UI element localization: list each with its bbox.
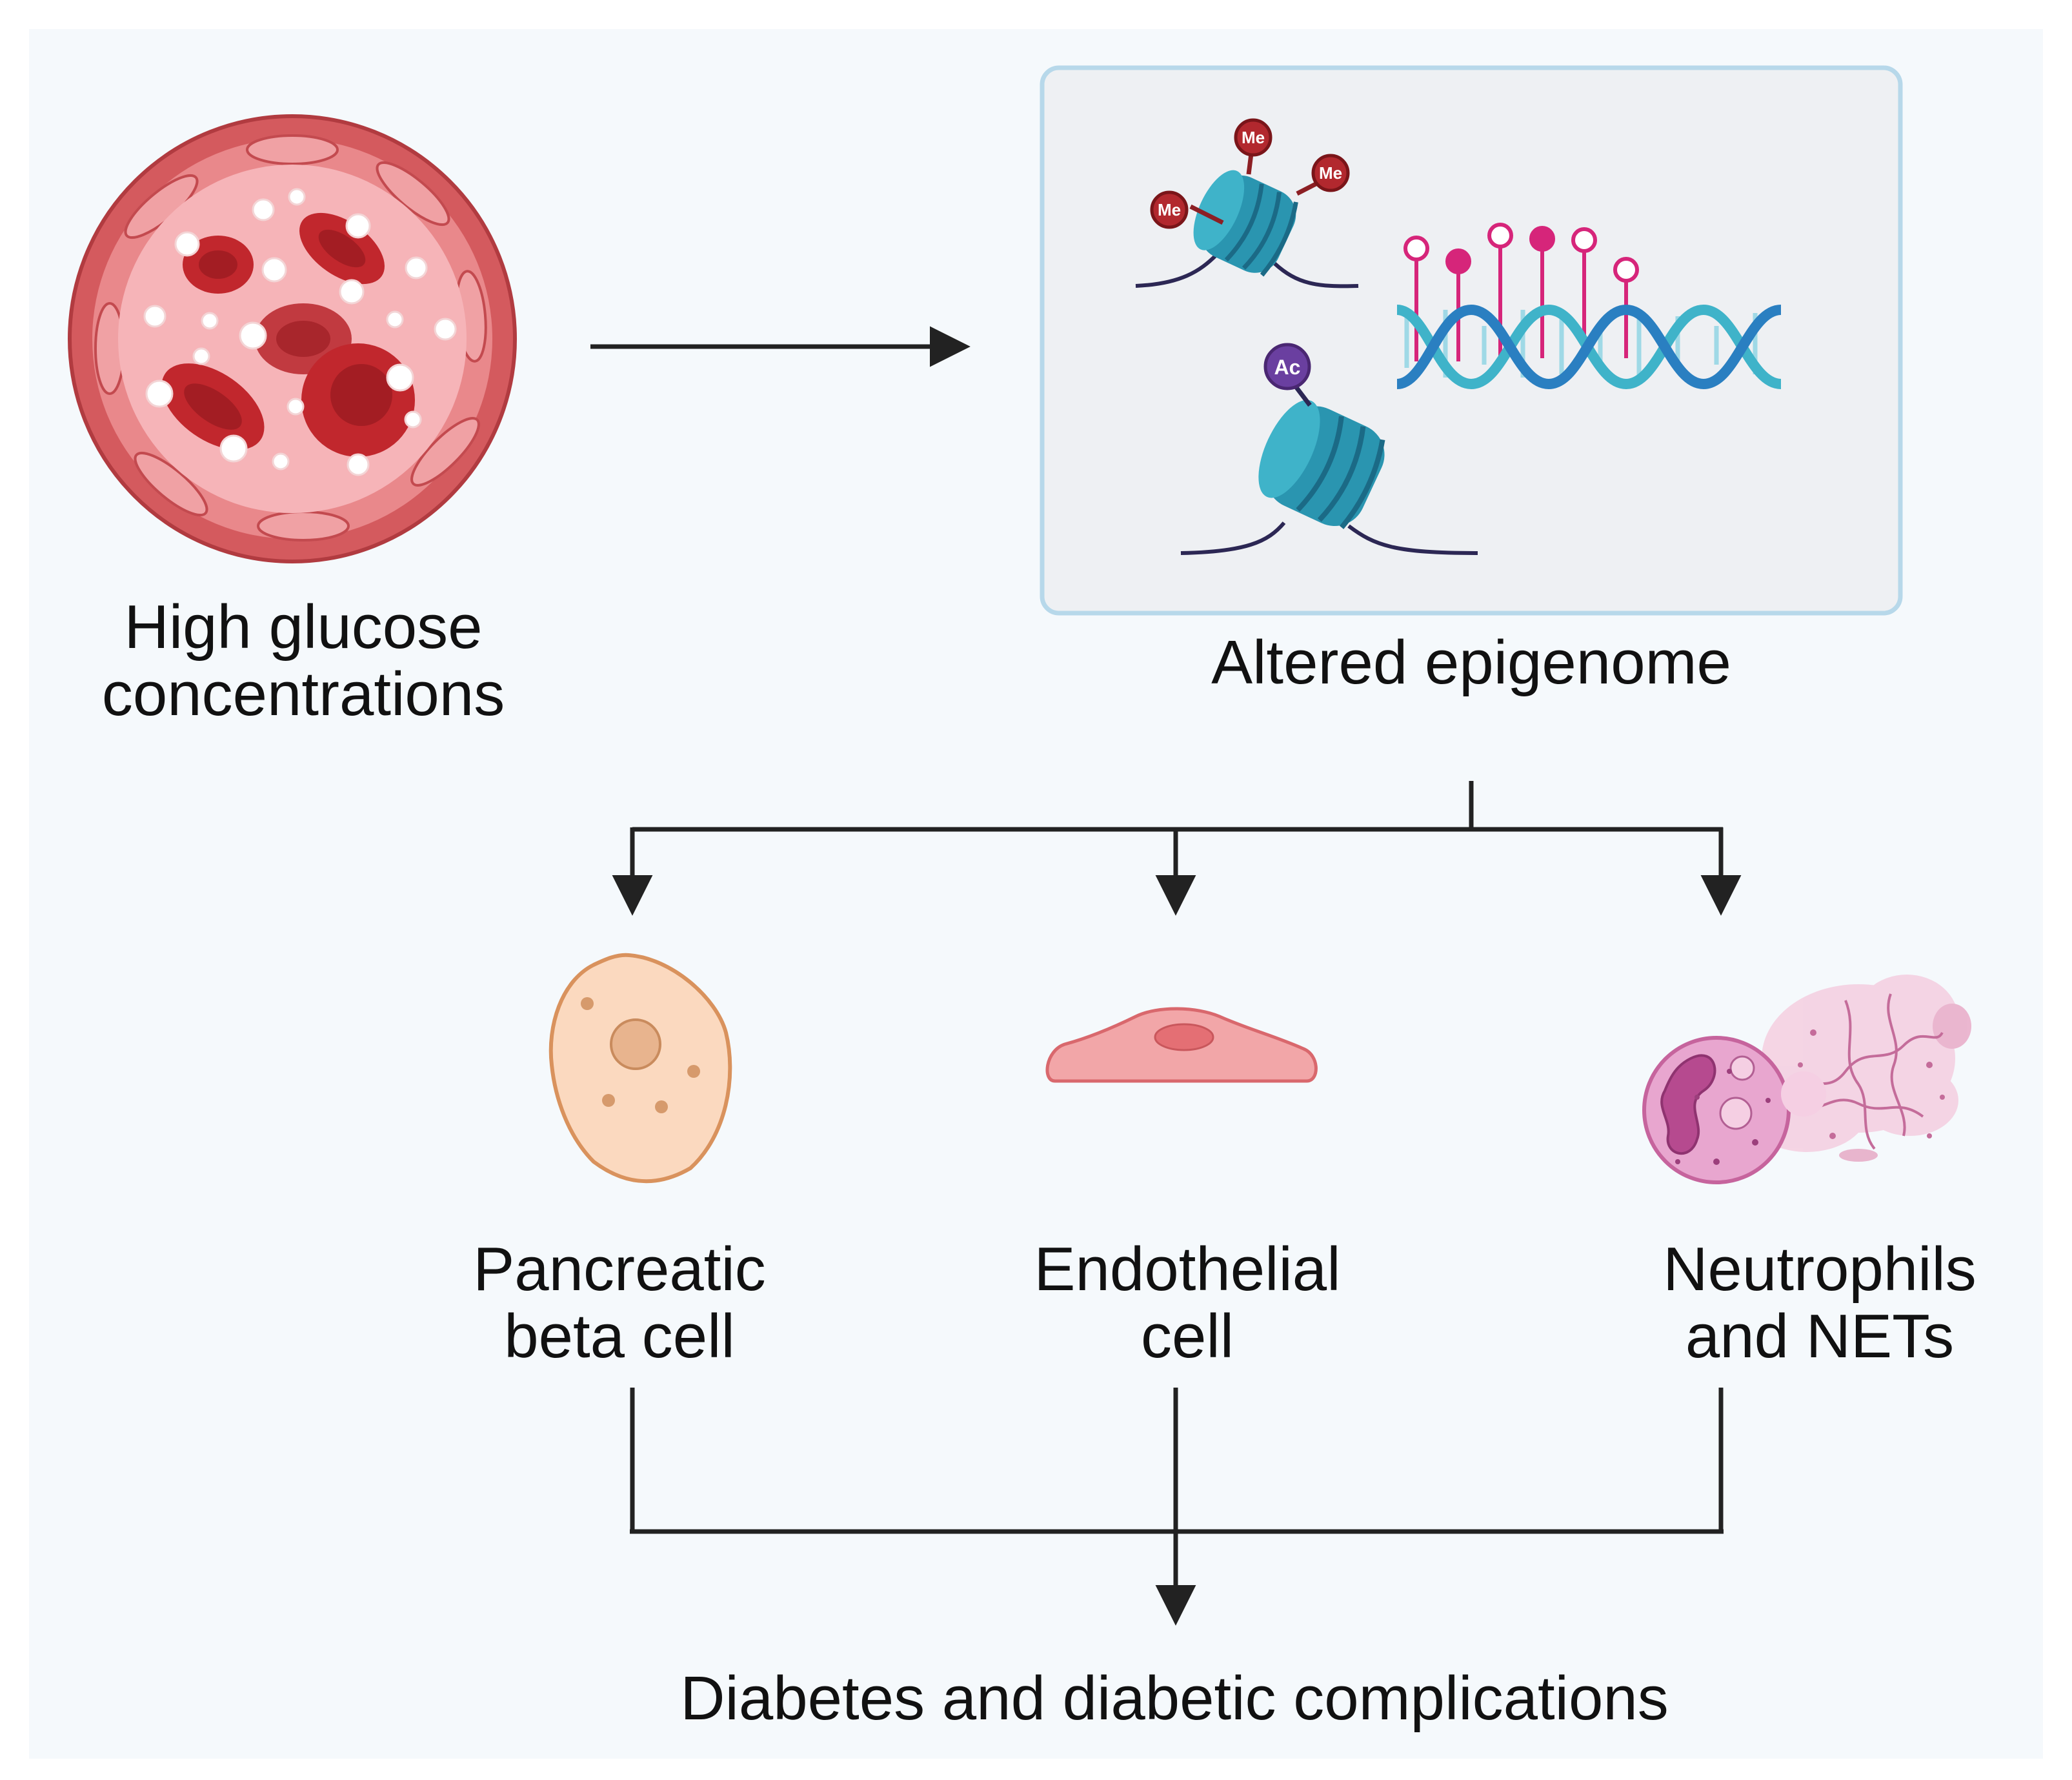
nucleosome-icon: Ac bbox=[1180, 343, 1478, 555]
high-glucose-line-2: concentrations bbox=[101, 659, 505, 729]
methyl-mark-label: Me bbox=[1242, 128, 1265, 147]
neutrophil-net-icon bbox=[1642, 975, 1971, 1184]
methyl-mark-icon bbox=[1150, 190, 1189, 229]
altered-epigenome-label: Altered epigenome bbox=[1211, 628, 1731, 697]
neutrophils-line-2: and NETs bbox=[1685, 1301, 1955, 1371]
pancreatic-beta-cell-icon bbox=[548, 953, 732, 1184]
outcome-label: Diabetes and diabetic complications bbox=[680, 1664, 1669, 1733]
high-glucose-label: High glucose concentrations bbox=[71, 594, 536, 727]
pancreatic-beta-cell-label: Pancreatic beta cell bbox=[387, 1236, 852, 1370]
blood-vessel-cross-section-icon bbox=[68, 114, 517, 563]
methyl-mark-icon bbox=[1234, 118, 1272, 157]
methyl-mark-label: Me bbox=[1319, 163, 1342, 183]
acetyl-mark-label: Ac bbox=[1274, 356, 1301, 379]
endothelial-cell-label: Endothelial cell bbox=[955, 1236, 1420, 1370]
pancreatic-beta-line-2: beta cell bbox=[504, 1301, 735, 1371]
nucleosome-icon: Me Me Me bbox=[1135, 118, 1359, 288]
endothelial-line-1: Endothelial bbox=[1034, 1235, 1341, 1304]
neutrophils-line-1: Neutrophils bbox=[1663, 1235, 1976, 1304]
endothelial-line-2: cell bbox=[1140, 1301, 1234, 1371]
pancreatic-beta-line-1: Pancreatic bbox=[473, 1235, 766, 1304]
endothelial-cell-icon bbox=[1045, 1007, 1318, 1083]
dna-double-helix-icon bbox=[1396, 223, 1782, 390]
high-glucose-line-1: High glucose bbox=[124, 592, 483, 662]
methyl-mark-label: Me bbox=[1158, 200, 1181, 219]
methyl-mark-icon bbox=[1311, 154, 1350, 192]
epigenome-box bbox=[1040, 65, 1903, 616]
neutrophils-nets-label: Neutrophils and NETs bbox=[1574, 1236, 2065, 1370]
acetyl-mark-icon bbox=[1263, 343, 1311, 390]
glucose-particles bbox=[143, 188, 457, 476]
